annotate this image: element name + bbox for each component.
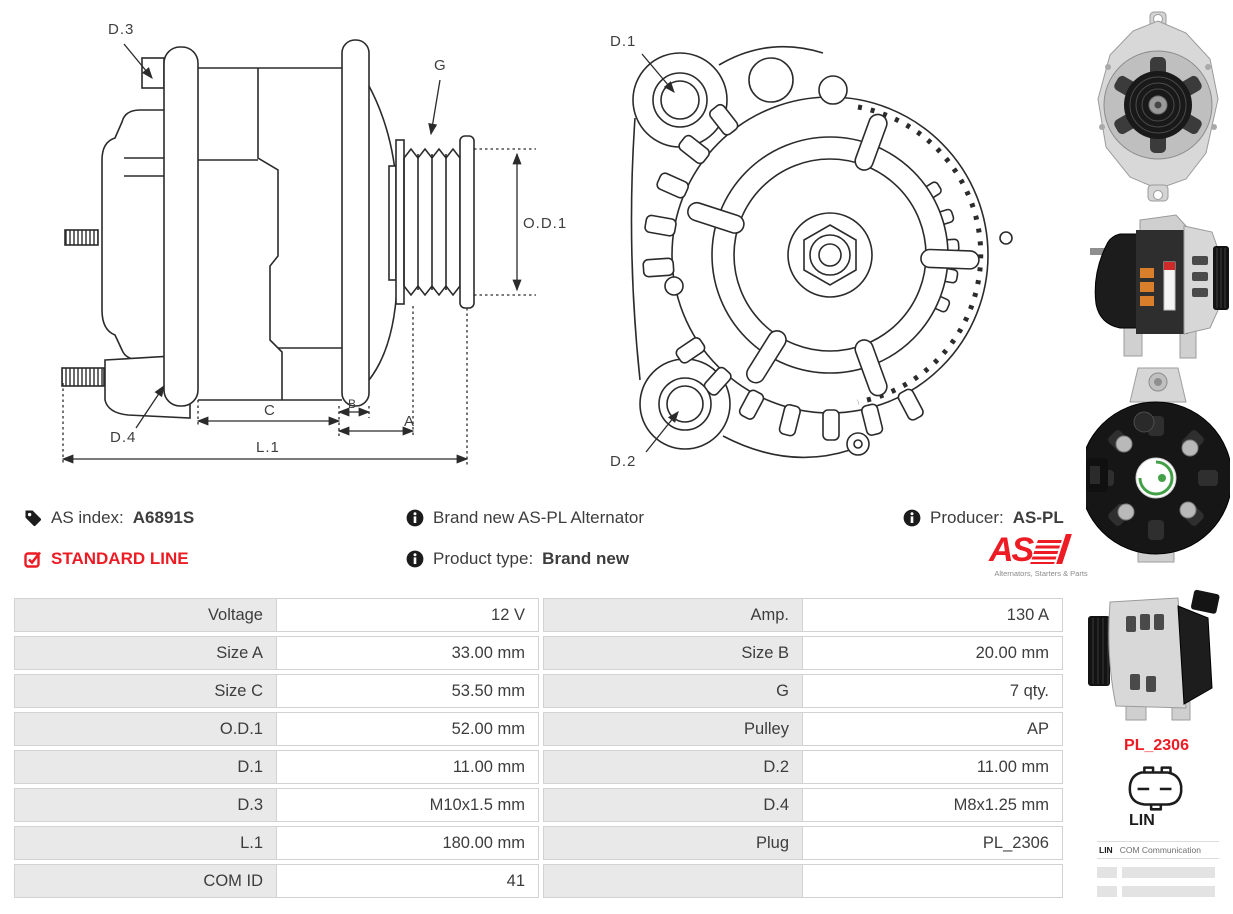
spec-value: 33.00 mm (277, 636, 539, 670)
standard-line-label: STANDARD LINE (51, 549, 189, 568)
spec-value (803, 864, 1063, 898)
placeholder-bar (1122, 886, 1215, 897)
spec-label: D.1 (14, 750, 277, 784)
spec-label: Pulley (543, 712, 803, 746)
spec-label: D.3 (14, 788, 277, 822)
as-pl-logo: AS (989, 531, 1073, 569)
dim-label-l1: L.1 (256, 439, 280, 456)
spec-value: 11.00 mm (803, 750, 1063, 784)
as-pl-logo-text: AS (989, 531, 1034, 569)
spec-value: 180.00 mm (277, 826, 539, 860)
spec-label: Voltage (14, 598, 277, 632)
dim-label-od1: O.D.1 (523, 215, 567, 232)
spec-label: D.4 (543, 788, 803, 822)
checkbox-check-icon (24, 551, 42, 568)
product-info-left: AS index: A6891S STANDARD LINE (24, 503, 384, 575)
photo-alternator-front[interactable] (1088, 6, 1228, 208)
spec-label: Size B (543, 636, 803, 670)
photo-alternator-side-pulley-left[interactable] (1086, 588, 1230, 724)
dim-label-c: C (264, 402, 276, 419)
placeholder-bar (1097, 867, 1117, 878)
producer-label: Producer: (930, 508, 1004, 527)
dim-label-d2: D.2 (610, 453, 636, 470)
spec-label: Amp. (543, 598, 803, 632)
placeholder-bar (1122, 867, 1215, 878)
spec-label (543, 864, 803, 898)
spec-value: M10x1.5 mm (277, 788, 539, 822)
legend-value: COM Communication (1119, 845, 1201, 855)
spec-label: L.1 (14, 826, 277, 860)
photo-alternator-side[interactable] (1080, 212, 1233, 364)
dim-label-a: A (404, 413, 415, 430)
plug-connector-icon (1128, 766, 1183, 811)
diagram-side-view: D.3 G O.D.1 D.4 C B A L.1 (61, 21, 567, 465)
spec-label: Size A (14, 636, 277, 670)
info-icon (406, 509, 424, 527)
spec-value: AP (803, 712, 1063, 746)
producer-line: Producer: AS-PL (903, 506, 1064, 530)
dim-label-g: G (434, 57, 447, 74)
photo-alternator-rear[interactable] (1086, 366, 1230, 566)
spec-value: 20.00 mm (803, 636, 1063, 670)
legend-placeholder-row (1097, 867, 1219, 878)
brand-line-text: Brand new AS-PL Alternator (433, 508, 645, 527)
spec-value: 130 A (803, 598, 1063, 632)
spec-label: Plug (543, 826, 803, 860)
info-icon (406, 550, 424, 568)
product-type-value: Brand new (542, 549, 630, 568)
spec-value: 11.00 mm (277, 750, 539, 784)
dim-label-b: B (348, 397, 357, 411)
brand-line: Brand new AS-PL Alternator (406, 506, 644, 530)
plug-code: PL_2306 (1124, 737, 1189, 754)
diagram-front-view: D.1 D.2 (610, 33, 1013, 470)
as-pl-logo-tagline: Alternators, Starters & Parts (994, 569, 1088, 578)
spec-label: D.2 (543, 750, 803, 784)
as-index-value: A6891S (132, 508, 195, 527)
placeholder-bar (1097, 886, 1117, 897)
legend-placeholder-row (1097, 886, 1219, 897)
spec-label: Size C (14, 674, 277, 708)
legend-key: LIN (1099, 845, 1113, 855)
spec-value: 12 V (277, 598, 539, 632)
spec-value: 7 qty. (803, 674, 1063, 708)
spec-label: G (543, 674, 803, 708)
spec-value: 41 (277, 864, 539, 898)
product-type-line: Product type: Brand new (406, 547, 629, 571)
plug-name-label: LIN (1129, 812, 1155, 829)
spec-table: Voltage 12 V Amp. 130 A Size A 33.00 mm … (14, 598, 1063, 898)
spec-label: COM ID (14, 864, 277, 898)
spec-value: 53.50 mm (277, 674, 539, 708)
spec-value: M8x1.25 mm (803, 788, 1063, 822)
info-icon (903, 509, 921, 527)
plug-legend: LIN COM Communication (1097, 841, 1219, 897)
as-index-line: AS index: A6891S (24, 506, 194, 530)
spec-value: PL_2306 (803, 826, 1063, 860)
spec-value: 52.00 mm (277, 712, 539, 746)
dim-label-d3: D.3 (108, 21, 134, 38)
tag-icon (25, 510, 42, 527)
dim-label-d1: D.1 (610, 33, 636, 50)
product-info-right: Producer: AS-PL AS Alternators, Starters… (903, 503, 1233, 593)
as-index-label: AS index: (51, 508, 124, 527)
spec-label: O.D.1 (14, 712, 277, 746)
dim-label-d4: D.4 (110, 429, 136, 446)
legend-row: LIN COM Communication (1097, 841, 1219, 859)
producer-value: AS-PL (1012, 508, 1064, 527)
product-info-center: Brand new AS-PL Alternator Product type:… (406, 503, 806, 575)
product-type-label: Product type: (433, 549, 534, 568)
standard-line: STANDARD LINE (24, 547, 189, 571)
